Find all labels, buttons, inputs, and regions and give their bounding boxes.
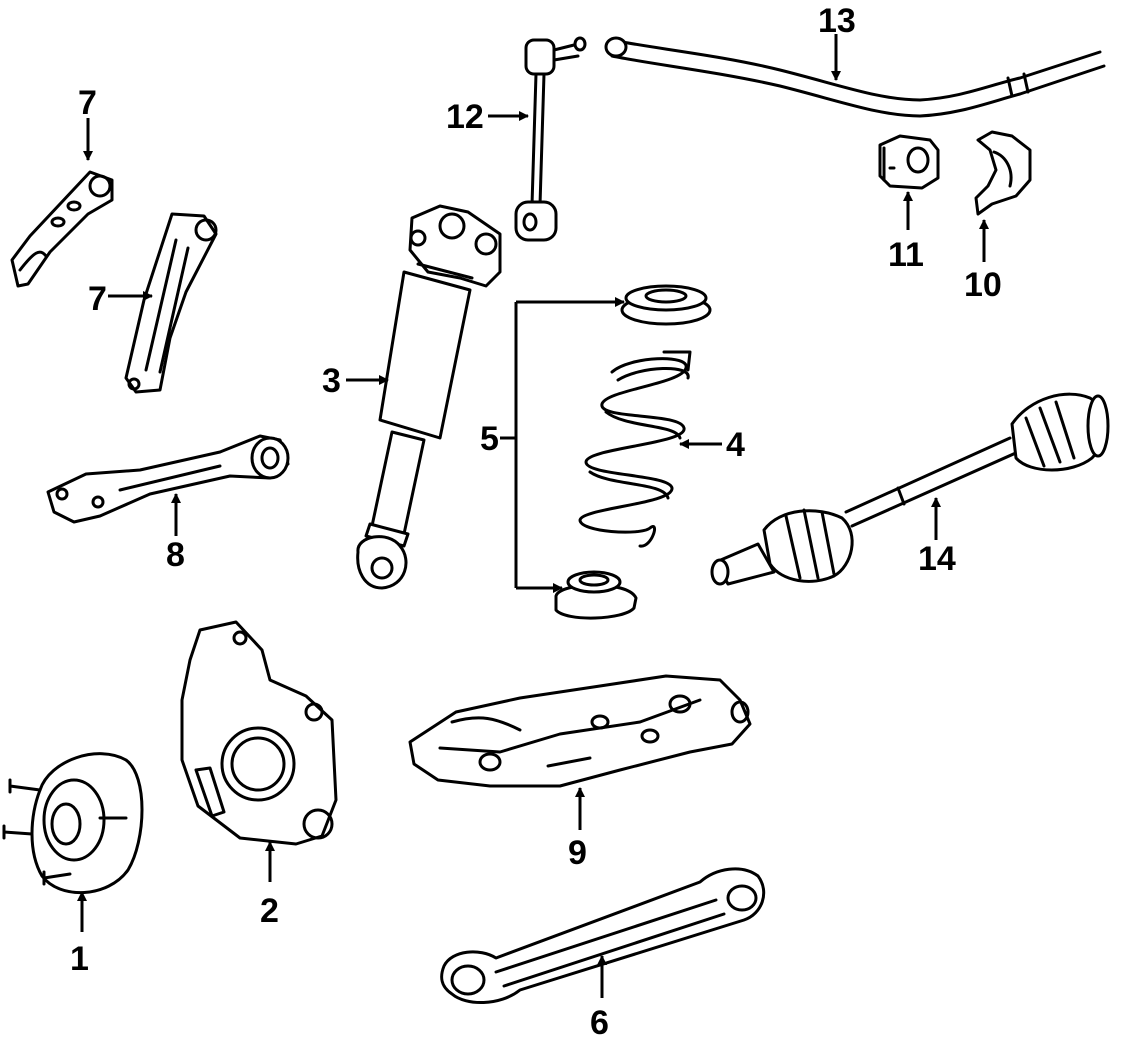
- callout-7-lower: 7: [88, 280, 107, 318]
- lower-spring-insulator: [554, 570, 638, 620]
- callout-labels: 1 2 3 4 5 6 7 7 8 9 10 11 12 13 14: [70, 2, 1002, 1042]
- callout-10: 10: [964, 266, 1002, 304]
- coil-spring: [578, 350, 692, 548]
- callout-1: 1: [70, 940, 89, 978]
- wheel-hub: [2, 752, 144, 895]
- bushing-clamp: [974, 130, 1032, 216]
- callout-7-upper: 7: [78, 84, 97, 122]
- trailing-arm: [46, 434, 290, 524]
- callout-5: 5: [480, 420, 499, 458]
- leader-lines: [77, 34, 989, 998]
- upper-control-arm-lower: [124, 212, 218, 394]
- callout-12: 12: [446, 98, 484, 136]
- stabilizer-bar: [604, 36, 1106, 118]
- lower-control-arm: [408, 674, 752, 788]
- upper-spring-insulator: [620, 284, 712, 326]
- callout-11: 11: [888, 236, 924, 274]
- callout-6: 6: [590, 1004, 609, 1042]
- callout-2: 2: [260, 892, 279, 930]
- upper-control-arm: [10, 170, 114, 288]
- callout-13: 13: [818, 2, 856, 40]
- knuckle: [180, 620, 338, 846]
- callout-9: 9: [568, 834, 587, 872]
- drive-axle: [710, 392, 1110, 586]
- shock-absorber: [356, 204, 502, 590]
- callout-8: 8: [166, 536, 185, 574]
- callout-3: 3: [322, 362, 341, 400]
- stabilizer-bushing: [878, 134, 940, 190]
- callout-14: 14: [918, 540, 956, 578]
- callout-4: 4: [726, 426, 745, 464]
- stabilizer-link: [514, 36, 587, 242]
- lateral-link: [440, 867, 766, 1005]
